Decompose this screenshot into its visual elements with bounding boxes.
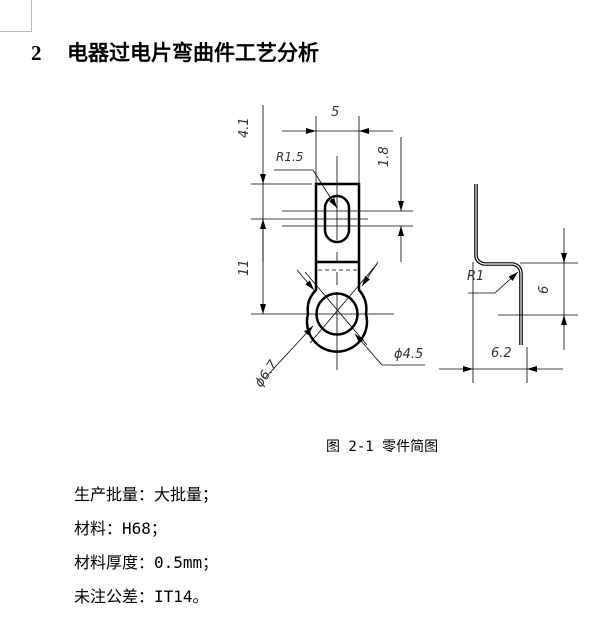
dim-height-4-1: 4.1	[237, 117, 252, 138]
dim-width-5: 5	[331, 105, 339, 120]
section-heading: 2 电器过电片弯曲件工艺分析	[31, 38, 319, 68]
part-drawing: 5 R1.5 4.1 1.8 11 ϕ6.7 ϕ4.5	[220, 90, 600, 430]
spec-label: 未注公差：	[74, 587, 155, 606]
dim-slot-1-8: 1.8	[377, 146, 392, 167]
spec-value: H68；	[122, 519, 167, 538]
spec-material: 材料：H68；	[74, 512, 218, 546]
dim-radius-r1-5: R1.5	[276, 150, 303, 164]
dim-offset-6: 6	[537, 286, 552, 294]
spec-label: 材料厚度：	[74, 553, 155, 572]
spec-batch: 生产批量：大批量；	[74, 478, 218, 512]
section-title: 电器过电片弯曲件工艺分析	[67, 41, 319, 65]
dim-offset-6-2: 6.2	[491, 346, 512, 361]
spec-label: 材料：	[74, 519, 123, 538]
spec-value: 大批量；	[154, 485, 219, 504]
dim-inner-diameter: ϕ4.5	[394, 347, 423, 362]
spec-tolerance: 未注公差：IT14。	[74, 580, 218, 614]
section-number: 2	[31, 41, 42, 65]
spec-label: 生产批量：	[74, 485, 155, 504]
side-view	[439, 184, 578, 383]
dim-bend-radius: R1	[467, 269, 484, 284]
spec-value: IT14。	[154, 587, 209, 606]
spec-thickness: 材料厚度：0.5mm；	[74, 546, 218, 580]
figure-caption: 图 2-1 零件简图	[326, 439, 439, 455]
dim-outer-diameter: ϕ6.7	[252, 357, 281, 390]
dim-center-11: 11	[237, 259, 252, 276]
part-specifications: 生产批量：大批量； 材料：H68； 材料厚度：0.5mm； 未注公差：IT14。	[74, 478, 218, 614]
front-view	[251, 105, 425, 379]
spec-value: 0.5mm；	[154, 553, 219, 572]
page-corner-mark	[0, 0, 32, 32]
